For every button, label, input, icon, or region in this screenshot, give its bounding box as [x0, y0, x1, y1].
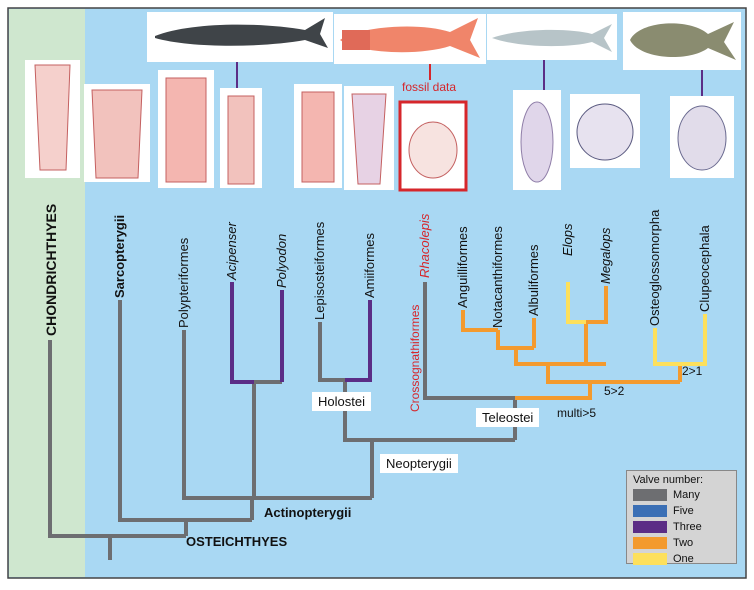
jack-fish-image — [623, 12, 741, 70]
legend-swatch-one — [633, 553, 667, 565]
legend-swatch-many — [633, 489, 667, 501]
fossil-data-label: fossil data — [402, 80, 457, 94]
legend-label-two: Two — [673, 537, 694, 549]
taxon-polypteriformes: Polypteriformes — [176, 237, 191, 328]
legend-item-one: One — [633, 552, 736, 566]
node-neopterygii: Neopterygii — [380, 454, 458, 473]
legend-label-three: Three — [673, 521, 702, 533]
taxon-osteoglossomorpha: Osteoglossomorpha — [647, 209, 662, 326]
valve-number-legend: Valve number: Many Five Three Two One — [626, 470, 737, 566]
taxon-sarcopterygii: Sarcopterygii — [112, 214, 127, 298]
taxon-notacanthiformes: Notacanthiformes — [490, 226, 505, 328]
taxon-clupeocephala: Clupeocephala — [697, 225, 712, 312]
legend-label-five: Five — [673, 505, 694, 517]
annotation-5-to-2: 5>2 — [604, 384, 625, 398]
legend-label-one: One — [673, 553, 694, 565]
taxon-anguilliformes: Anguilliformes — [455, 226, 470, 308]
legend-title: Valve number: — [633, 474, 704, 486]
taxon-megalops: Megalops — [598, 227, 613, 284]
legend-item-many: Many — [633, 488, 736, 502]
tree-branches-two — [461, 286, 682, 400]
legend-swatch-three — [633, 521, 667, 533]
chondrichthyes-label: CHONDRICHTHYES — [43, 203, 59, 336]
taxon-polyodon: Polyodon — [274, 233, 289, 288]
valve-illustrations — [25, 60, 734, 192]
node-teleostei: Teleostei — [476, 408, 540, 427]
taxon-elops: Elops — [560, 223, 575, 256]
legend-item-five: Five — [633, 504, 736, 518]
sturgeon-image — [147, 12, 333, 62]
taxon-crossognathiformes: Crossognathiformes — [408, 304, 422, 412]
albula-image — [487, 14, 617, 60]
annotation-multi-to-5: multi>5 — [557, 406, 597, 420]
taxon-albuliformes: Albuliformes — [526, 244, 541, 316]
legend-label-many: Many — [673, 489, 700, 501]
legend-item-three: Three — [633, 520, 736, 534]
annotation-2-to-1: 2>1 — [682, 364, 703, 378]
legend-swatch-five — [633, 505, 667, 517]
node-holostei: Holostei — [312, 392, 371, 411]
taxon-acipenser: Acipenser — [224, 222, 239, 280]
legend-swatch-two — [633, 537, 667, 549]
taxon-rhacolepis: Rhacolepis — [417, 213, 432, 278]
rhacolepis-fossil-image — [334, 14, 486, 64]
tree-branches-one — [566, 282, 707, 366]
taxon-amiiformes: Amiiformes — [362, 232, 377, 298]
taxon-lepisosteiformes: Lepisosteiformes — [312, 221, 327, 320]
legend-item-two: Two — [633, 536, 736, 550]
node-actinopterygii: Actinopterygii — [264, 505, 352, 520]
node-osteichthyes: OSTEICHTHYES — [186, 534, 288, 549]
tree-branches-three — [230, 282, 372, 384]
